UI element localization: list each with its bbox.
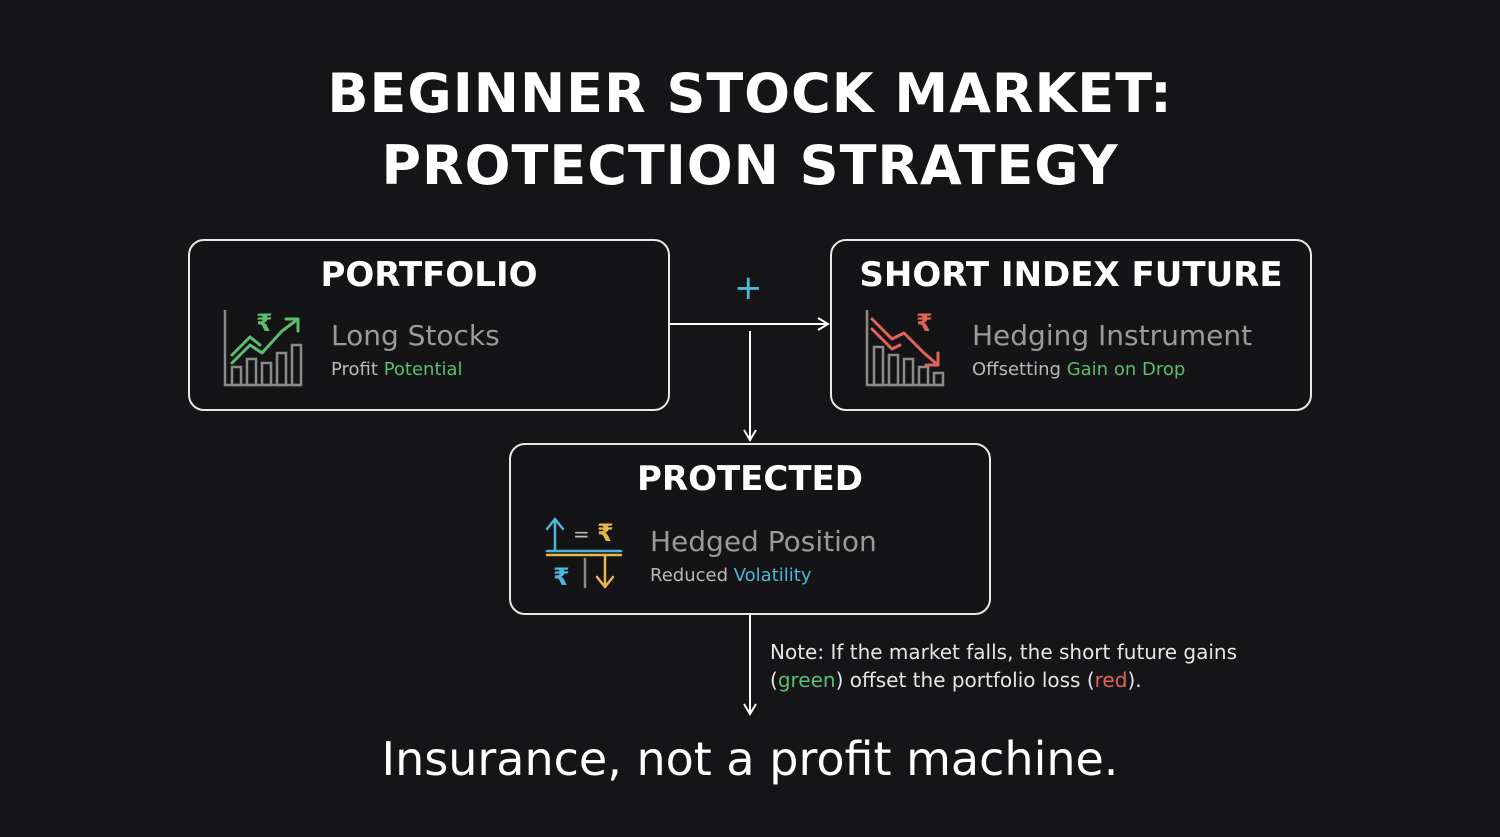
svg-text:₹: ₹ (256, 309, 273, 337)
protected-main-label: Hedged Position (650, 525, 877, 558)
note-end: ). (1127, 668, 1142, 692)
short-index-sub-highlight: Gain on Drop (1066, 359, 1186, 380)
svg-text:=: = (573, 522, 590, 546)
note-text: Note: If the market falls, the short fut… (770, 638, 1237, 694)
short-index-title: SHORT INDEX FUTURE (859, 255, 1283, 295)
svg-text:₹: ₹ (553, 563, 570, 591)
portfolio-main-label: Long Stocks (331, 319, 500, 352)
portfolio-sub-label: Profit Potential (331, 359, 463, 380)
title-line-1: BEGINNER STOCK MARKET: (327, 62, 1173, 125)
balanced-rupee-arrows-icon: = ₹ ₹ (545, 517, 623, 591)
svg-text:₹: ₹ (597, 519, 614, 547)
portfolio-box: PORTFOLIO ₹ Long Stocks Profit Potential (188, 239, 670, 411)
rising-chart-rupee-icon: ₹ (223, 309, 303, 387)
protected-sub-plain: Reduced (650, 565, 734, 586)
short-index-sub-label: Offsetting Gain on Drop (972, 359, 1185, 380)
portfolio-sub-plain: Profit (331, 359, 384, 380)
portfolio-sub-highlight: Potential (383, 359, 463, 380)
protected-sub-label: Reduced Volatility (650, 565, 811, 586)
note-green-word: green (777, 668, 836, 692)
page-title: BEGINNER STOCK MARKET: PROTECTION STRATE… (0, 58, 1500, 202)
plus-sign: + (734, 268, 763, 308)
note-line-2: (green) offset the portfolio loss (red). (770, 666, 1237, 694)
footer-tagline: Insurance, not a profit machine. (381, 732, 1119, 786)
short-index-main-label: Hedging Instrument (972, 319, 1253, 352)
protected-sub-highlight: Volatility (733, 565, 812, 586)
protected-title: PROTECTED (636, 459, 863, 499)
portfolio-title: PORTFOLIO (320, 255, 538, 295)
short-index-sub-plain: Offsetting (972, 359, 1067, 380)
note-line-1: Note: If the market falls, the short fut… (770, 640, 1238, 664)
svg-text:₹: ₹ (916, 309, 933, 337)
note-paren-open: ( (770, 668, 778, 692)
protected-box: PROTECTED = ₹ ₹ Hedged Position Reduced … (509, 443, 991, 615)
note-red-word: red (1094, 668, 1128, 692)
short-index-box: SHORT INDEX FUTURE ₹ Hedging Instrument … (830, 239, 1312, 411)
title-line-2: PROTECTION STRATEGY (381, 134, 1119, 197)
note-mid: ) offset the portfolio loss ( (835, 668, 1095, 692)
falling-chart-rupee-icon: ₹ (865, 309, 945, 387)
